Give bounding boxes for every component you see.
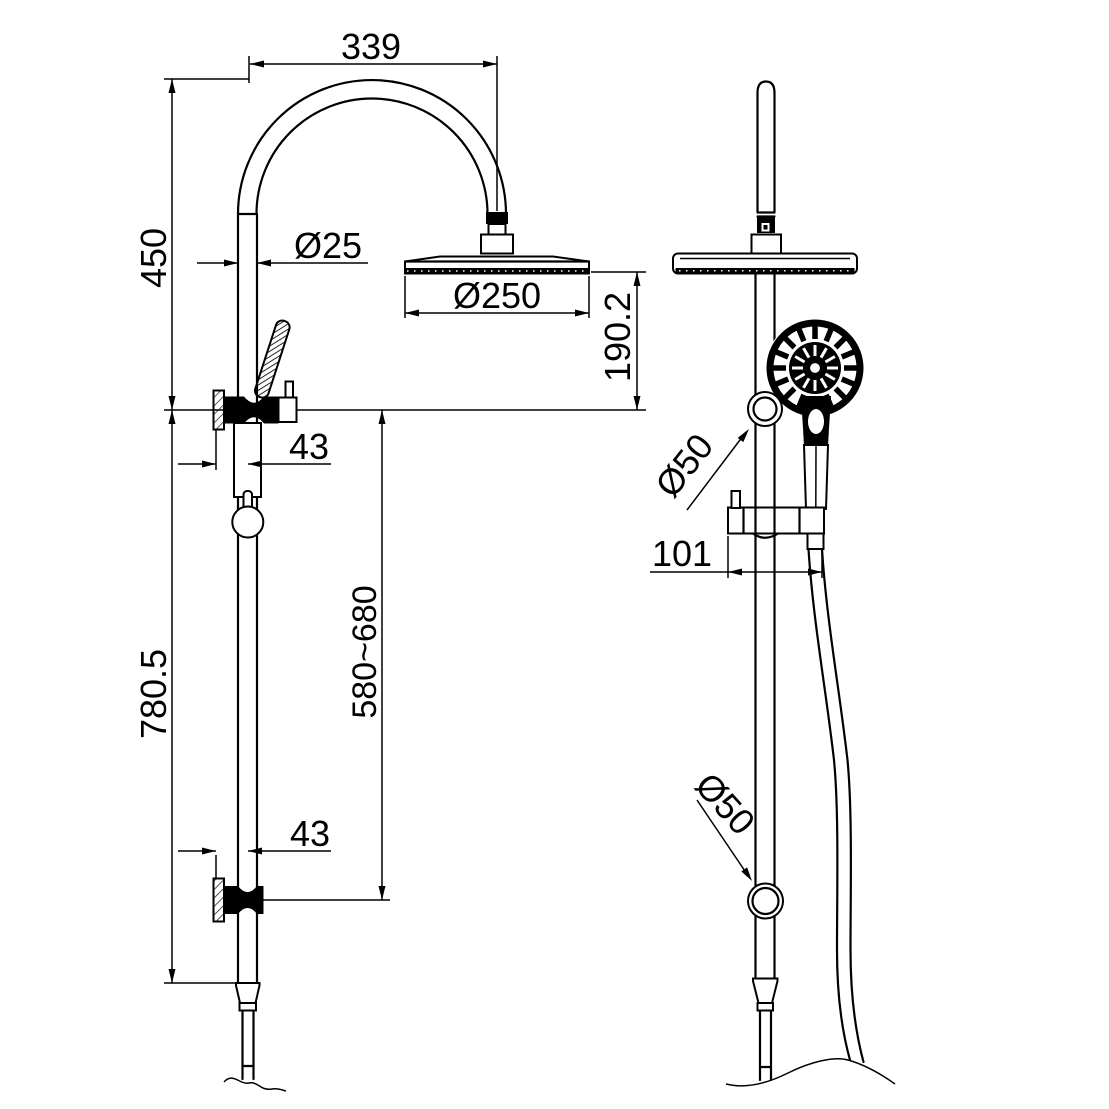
diverter-knob-side-upper bbox=[747, 391, 783, 427]
dim-upper-height-label: 450 bbox=[133, 228, 174, 288]
dim-pipe-diameter: Ø25 bbox=[197, 225, 368, 267]
spray-face-front bbox=[404, 268, 590, 274]
dim-head-drop: 190.2 bbox=[591, 271, 646, 410]
dim-head-diameter: Ø250 bbox=[404, 275, 590, 318]
dim-head-diameter-label: Ø250 bbox=[453, 275, 541, 316]
dim-holder-depth: 101 bbox=[650, 533, 823, 578]
diverter-knob-side-lower bbox=[747, 882, 784, 920]
shower-head-connector-front bbox=[480, 212, 514, 255]
handheld-handle-front bbox=[253, 319, 291, 399]
rain-shower-head-front bbox=[403, 255, 591, 275]
riser-pipe-side bbox=[750, 80, 782, 255]
dim-arm-width: 339 bbox=[248, 26, 498, 211]
column-pipe-front bbox=[236, 212, 259, 985]
upper-wall-plate bbox=[212, 389, 225, 431]
dim-bracket-offset-bottom-label: 43 bbox=[290, 813, 330, 854]
dim-head-drop-label: 190.2 bbox=[597, 292, 638, 382]
holder-bracket-side bbox=[727, 490, 825, 550]
break-line-side bbox=[725, 1058, 896, 1087]
inlet-fitting-side bbox=[725, 977, 896, 1087]
center-spray-pattern bbox=[792, 345, 838, 391]
lower-wall-bracket bbox=[212, 877, 264, 923]
shower-hose bbox=[807, 547, 865, 1064]
break-line-front bbox=[223, 1077, 287, 1092]
rain-shower-head-side bbox=[672, 252, 858, 275]
dimension-annotations: 339 450 Ø25 Ø250 bbox=[133, 26, 823, 984]
inlet-fitting-front bbox=[223, 982, 287, 1092]
dim-bracket-offset-bottom: 43 bbox=[178, 813, 331, 878]
handle-body-front bbox=[233, 422, 262, 498]
dim-lower-height-label: 780.5 bbox=[133, 649, 174, 739]
dim-arm-width-label: 339 bbox=[341, 26, 401, 67]
dim-bracket-offset-top-label: 43 bbox=[289, 426, 329, 467]
handheld-shower-head bbox=[765, 318, 865, 510]
front-view bbox=[164, 78, 646, 1092]
lower-wall-plate bbox=[212, 877, 225, 923]
side-view bbox=[672, 80, 896, 1087]
holder-block-front bbox=[277, 396, 298, 423]
dim-adjustable-range: 580~680 bbox=[263, 410, 390, 901]
dim-pipe-diameter-label: Ø25 bbox=[294, 225, 362, 266]
dim-bracket-offset-top: 43 bbox=[178, 426, 331, 470]
spray-face-side bbox=[675, 268, 855, 274]
gooseneck-arm bbox=[236, 78, 508, 216]
holder-pin-front bbox=[284, 380, 294, 399]
dim-upper-height: 450 bbox=[133, 78, 249, 410]
mode-button bbox=[808, 409, 824, 434]
upper-wall-bracket bbox=[212, 380, 298, 431]
dim-lower-height: 780.5 bbox=[133, 410, 236, 984]
dim-adjustable-range-label: 580~680 bbox=[346, 585, 384, 718]
diverter-knob-front bbox=[231, 505, 265, 539]
hose-fitting bbox=[806, 532, 825, 550]
dim-holder-depth-label: 101 bbox=[652, 533, 712, 574]
